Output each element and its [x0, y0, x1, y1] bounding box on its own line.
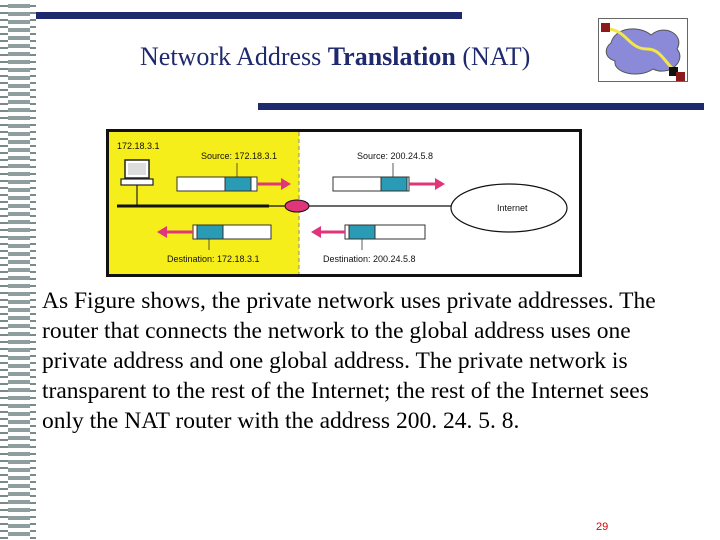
- slide-body-text: As Figure shows, the private network use…: [42, 288, 656, 434]
- bottom-rule: [258, 103, 704, 110]
- page-number: 29: [596, 521, 609, 533]
- internet-label: Internet: [497, 203, 528, 213]
- network-logo: [598, 18, 688, 82]
- dest-private-label: Destination: 172.18.3.1: [167, 254, 260, 264]
- host-address-label: 172.18.3.1: [117, 141, 160, 151]
- internet-cloud: [450, 183, 568, 233]
- top-rule: [36, 12, 462, 19]
- computer-icon: [120, 159, 154, 206]
- dest-public-label: Destination: 200.24.5.8: [323, 254, 416, 264]
- nat-figure: 172.18.3.1 Internet Source: 172.18.3.1 S…: [106, 129, 582, 277]
- router-icon: [284, 199, 310, 213]
- source-private-label: Source: 172.18.3.1: [201, 151, 277, 161]
- slide-title: Network Address Translation (NAT): [140, 42, 531, 71]
- private-network-area: [109, 132, 299, 274]
- decorative-stripes: [0, 0, 36, 540]
- source-public-label: Source: 200.24.5.8: [357, 151, 433, 161]
